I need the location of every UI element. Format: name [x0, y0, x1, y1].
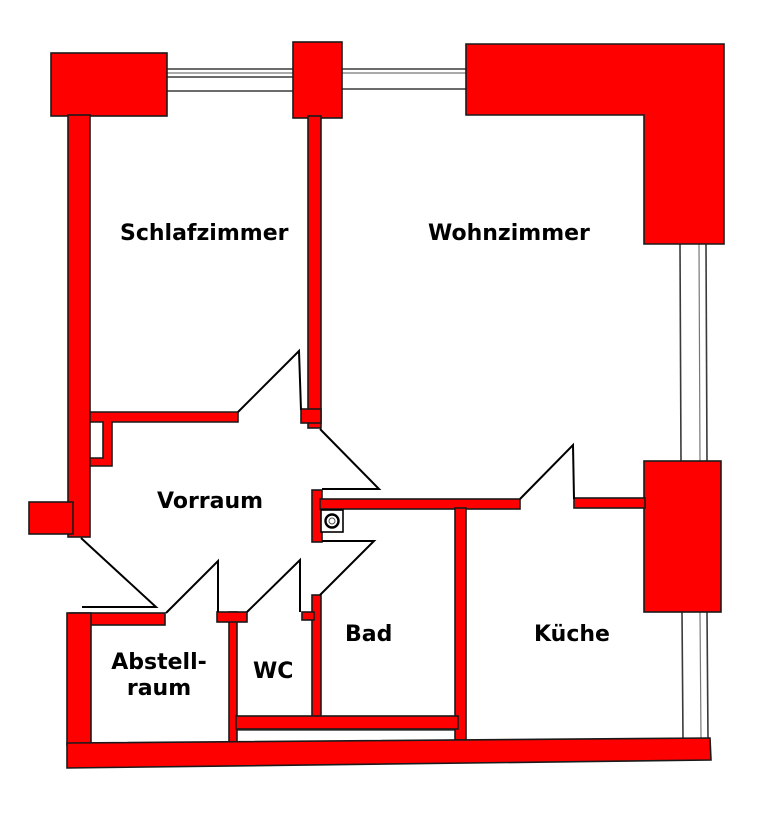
wall-bottom-exterior	[66, 737, 712, 769]
door-bad	[319, 540, 377, 596]
wall-abstell-left	[66, 612, 92, 746]
window-top-left	[166, 68, 294, 92]
ventilation-shaft-icon	[320, 509, 344, 533]
wall-corner-top-right	[465, 43, 725, 245]
door-wc	[246, 557, 301, 613]
window-top-middle	[342, 68, 466, 90]
room-label-abstellraum: Abstell- raum	[106, 650, 212, 703]
wall-kueche-stub	[573, 497, 646, 509]
wall-pillar-right	[643, 460, 722, 613]
wall-wc-bad-stub	[301, 611, 315, 621]
door-wohnzimmer	[319, 428, 382, 490]
door-entrance	[80, 537, 159, 608]
room-label-wc: WC	[253, 659, 294, 684]
wall-bad-wc-bottom	[235, 715, 459, 730]
door-kueche	[519, 442, 575, 500]
room-label-schlafzimmer: Schlafzimmer	[120, 221, 289, 246]
room-label-abstellraum-line1: Abstell-	[111, 650, 207, 675]
wall-divider-stub	[300, 408, 322, 424]
wall-divider-schlaf-wohn	[307, 115, 322, 429]
wall-pillar-top-middle	[292, 41, 343, 119]
room-label-wohnzimmer: Wohnzimmer	[428, 221, 590, 246]
wall-pillar-top-left	[50, 52, 168, 117]
wall-left-bump	[28, 501, 74, 535]
wall-wc-left-cap	[216, 611, 248, 623]
room-label-vorraum: Vorraum	[157, 489, 264, 514]
window-right-lower	[681, 611, 709, 739]
room-label-abstellraum-line2: raum	[126, 676, 192, 702]
room-label-bad: Bad	[345, 622, 393, 647]
wall-bad-kueche	[454, 507, 467, 741]
wall-niche	[89, 411, 239, 467]
window-right-upper	[679, 243, 708, 463]
door-schlafzimmer	[237, 348, 302, 413]
wall-left-exterior	[67, 114, 91, 538]
wall-bad-top	[319, 498, 521, 510]
room-label-kueche: Küche	[534, 622, 610, 647]
door-abstellraum	[165, 558, 219, 614]
